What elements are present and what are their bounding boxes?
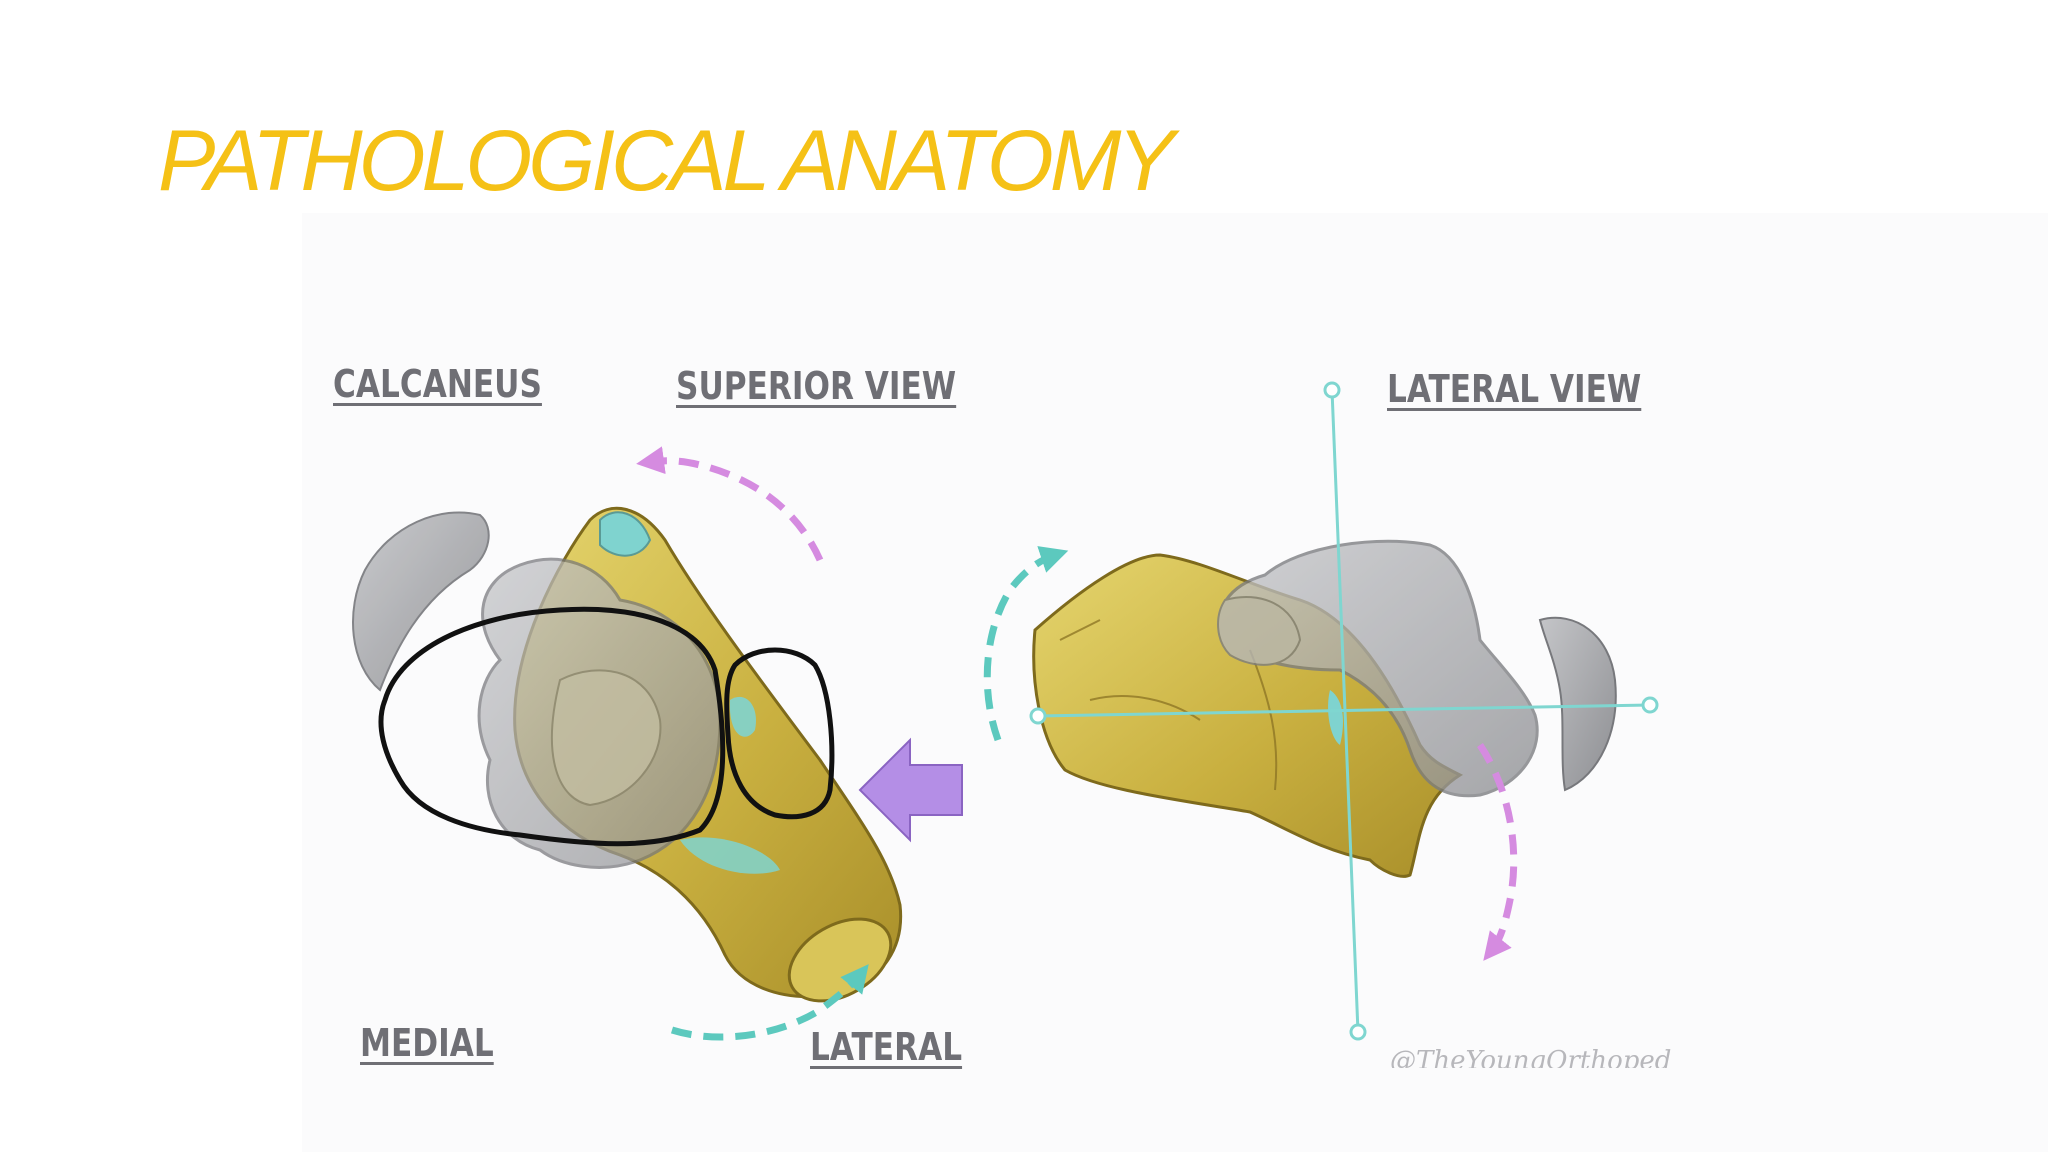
label-lateral-view: LATERAL VIEW <box>1387 367 1642 411</box>
slide-title: PATHOLOGICAL ANATOMY <box>158 113 1175 209</box>
lateral-view-talus-overlay <box>1217 539 1539 798</box>
lateral-teal-rotation-arrow <box>983 546 1069 742</box>
label-lateral: LATERAL <box>810 1025 963 1069</box>
annotation-outline-talus <box>378 606 726 847</box>
lateral-view-navicular <box>1538 616 1617 792</box>
lateral-pink-rotation-arrow <box>1477 743 1518 961</box>
lateral-view-axes <box>1029 381 1659 1041</box>
superior-view-talus-overlay <box>477 557 722 869</box>
watermark: @TheYoungOrthoped <box>1390 1048 1672 1068</box>
superior-pink-rotation-arrow <box>636 446 824 562</box>
lateral-view-calcaneus <box>1032 553 1464 878</box>
label-calcaneus: CALCANEUS <box>333 362 542 406</box>
annotation-outline-joint <box>724 647 835 820</box>
superior-teal-rotation-arrow <box>670 964 869 1041</box>
label-superior-view: SUPERIOR VIEW <box>676 364 957 408</box>
label-medial: MEDIAL <box>360 1021 494 1065</box>
superior-view-navicular <box>352 511 490 692</box>
push-arrow <box>858 737 963 843</box>
